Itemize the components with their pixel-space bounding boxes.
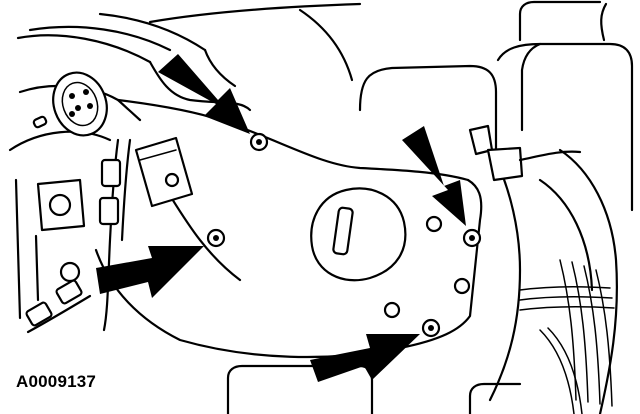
- fasteners: [206, 132, 482, 338]
- callout-arrows: [96, 54, 466, 382]
- nut-2: [206, 228, 226, 248]
- nut-4: [421, 318, 441, 338]
- arrow-top: [158, 54, 250, 134]
- arrow-bottom: [310, 334, 420, 382]
- figure-code: A0009137: [14, 372, 99, 392]
- arrow-right: [402, 126, 466, 226]
- arrow-left: [96, 246, 204, 298]
- left-structure: [8, 71, 142, 320]
- nut-3: [462, 228, 482, 248]
- nut-1: [249, 132, 269, 152]
- wiring-harness: [25, 48, 615, 414]
- door-panel: [94, 98, 582, 359]
